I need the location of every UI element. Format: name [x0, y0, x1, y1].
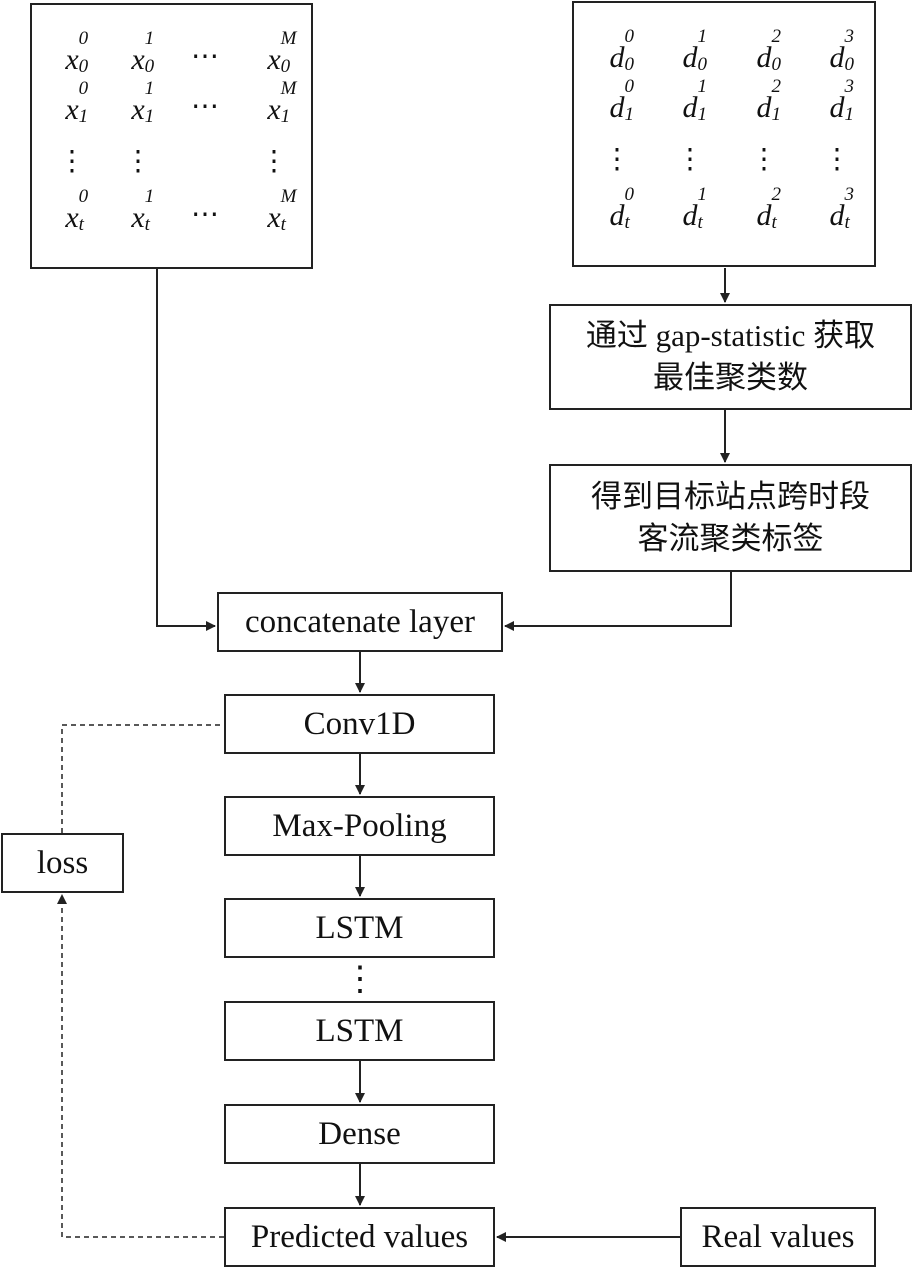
dense-label: Dense: [318, 1116, 401, 1152]
matrix-x-hdots-r0-c2: ⋯: [191, 41, 219, 72]
matrix-d-vdots-r2-c0: ⋮: [603, 144, 631, 175]
concatenate-layer-node: concatenate layer: [217, 592, 503, 652]
real-values-node: Real values: [680, 1207, 876, 1267]
gap-statistic-node: 通过 gap-statistic 获取 最佳聚类数: [549, 304, 912, 410]
max-pooling-node: Max-Pooling: [224, 796, 495, 856]
real-values-label: Real values: [701, 1219, 855, 1255]
lstm-label-2: LSTM: [315, 1013, 404, 1049]
gap-statistic-line1: 通过 gap-statistic 获取: [585, 318, 876, 353]
edge-loss-to-conv: [61, 724, 224, 833]
predicted-values-node: Predicted values: [224, 1207, 495, 1267]
loss-node: loss: [1, 833, 124, 893]
edge-matrix-x-to-concat: [156, 269, 216, 631]
lstm-node-2: LSTM: [224, 1001, 495, 1061]
edge-predicted-to-loss: [57, 894, 224, 1238]
matrix-x-vdots-r2-c0: ⋮: [58, 146, 86, 177]
lstm-node-1: LSTM: [224, 898, 495, 958]
max-pooling-label: Max-Pooling: [272, 808, 447, 844]
matrix-x-hdots-r3-c2: ⋯: [191, 199, 219, 230]
matrix-x-hdots-r1-c2: ⋯: [191, 91, 219, 122]
matrix-x-vdots-r2-c3: ⋮: [260, 146, 288, 177]
cluster-label-node: 得到目标站点跨时段 客流聚类标签: [549, 464, 912, 572]
gap-statistic-line2: 最佳聚类数: [653, 360, 808, 395]
loss-label: loss: [36, 845, 89, 881]
edge-cluster-label-to-concat: [504, 572, 732, 631]
lstm-label-1: LSTM: [315, 910, 404, 946]
predicted-values-label: Predicted values: [250, 1219, 469, 1255]
dense-node: Dense: [224, 1104, 495, 1164]
lstm-continuation-dots: ⋮: [343, 961, 377, 998]
conv1d-label: Conv1D: [303, 706, 416, 742]
matrix-d-vdots-r2-c2: ⋮: [750, 144, 778, 175]
conv1d-node: Conv1D: [224, 694, 495, 754]
matrix-x-vdots-r2-c1: ⋮: [124, 146, 152, 177]
matrix-d-vdots-r2-c1: ⋮: [676, 144, 704, 175]
cluster-label-line2: 客流聚类标签: [637, 521, 824, 556]
cluster-label-line1: 得到目标站点跨时段: [591, 479, 870, 514]
concatenate-layer-label: concatenate layer: [245, 604, 475, 640]
matrix-d-vdots-r2-c3: ⋮: [823, 144, 851, 175]
